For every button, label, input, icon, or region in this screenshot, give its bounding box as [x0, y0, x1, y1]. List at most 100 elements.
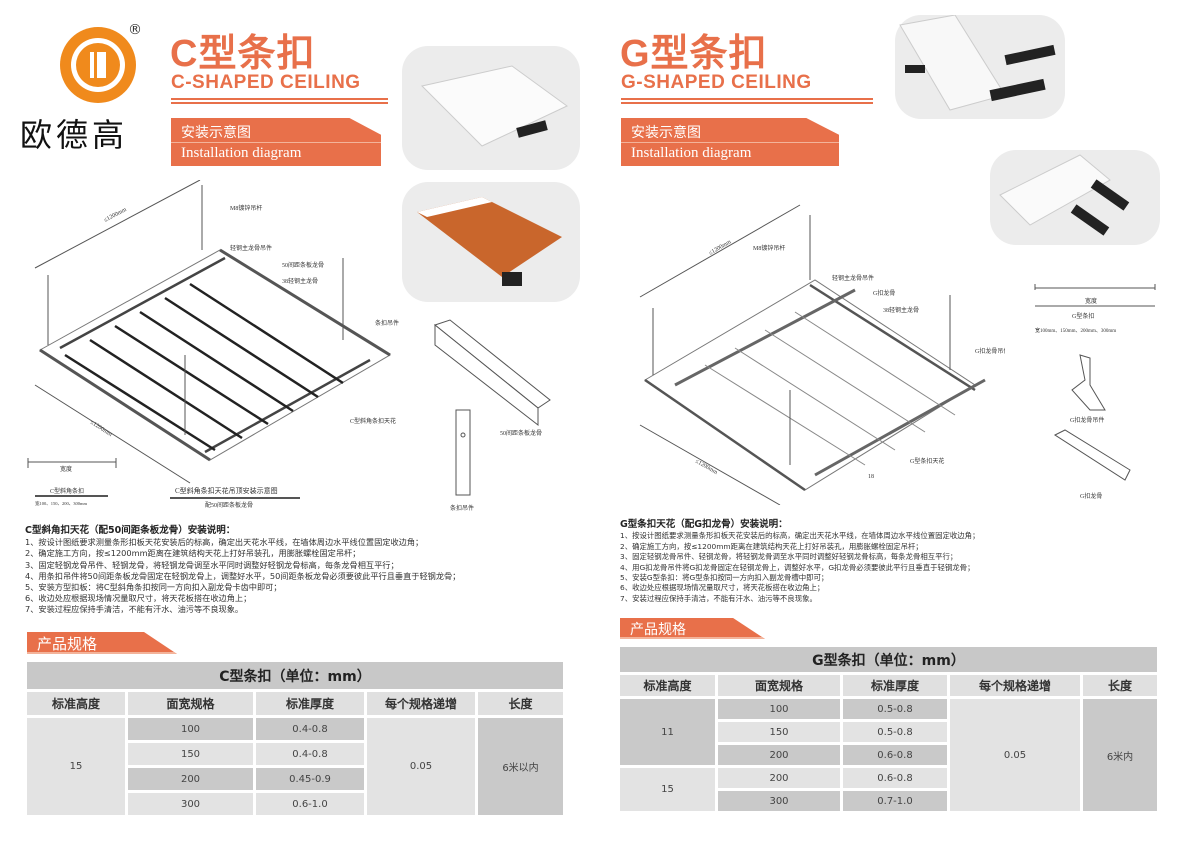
page-subtitle-g: G-SHAPED CEILING [621, 72, 812, 93]
profile-name: C型斜角条扣 [50, 487, 84, 495]
col-header: 面宽规格 [718, 675, 840, 696]
cell-height: 11 [620, 699, 715, 765]
label-main-keel: 38轻钢主龙骨 [883, 306, 919, 314]
parts-illustration-c: 50间距条板龙骨 条扣吊件 [433, 319, 551, 512]
page-title-g: G型条扣 [620, 33, 768, 75]
dim-top-label: ≤1200mm [708, 239, 733, 257]
install-banner-c: 安装示意图 Installation diagram [171, 118, 381, 166]
product-photo-g-top [895, 14, 1065, 119]
title-divider [171, 98, 388, 104]
cell-width: 150 [128, 743, 253, 765]
cell-width: 150 [718, 722, 840, 742]
instructions-g: G型条扣天花（配G扣龙骨）安装说明： 1、按设计图纸要求测量条形扣板天花安装后的… [620, 519, 1070, 604]
col-header: 标准高度 [27, 692, 125, 715]
instruction-item: 7、安装过程应保持手清洁，不能有汗水、油污等不良现象。 [25, 604, 244, 615]
cell-width: 200 [718, 745, 840, 765]
col-header: 标准厚度 [256, 692, 364, 715]
table-title: G型条扣（单位：mm） [620, 647, 1157, 672]
brand-logo: ® 欧德高 [20, 22, 168, 154]
banner-en: Installation diagram [621, 142, 839, 164]
instruction-item: 2、确定施工方向，按≤1200mm距离在建筑结构天花上打好吊装孔，用膨胀螺栓固定… [25, 548, 361, 559]
col-header: 面宽规格 [128, 692, 253, 715]
page-title-c: C型条扣 [170, 33, 316, 75]
instruction-item: 2、确定施工方向，按≤1200mm距离在建筑结构天花上打好吊装孔，用膨胀螺栓固定… [620, 541, 923, 551]
cell-thickness: 0.6-0.8 [843, 745, 947, 765]
col-header: 标准高度 [620, 675, 715, 696]
title-divider [621, 98, 873, 104]
cell-length: 6米以内 [478, 718, 563, 815]
cell-thickness: 0.4-0.8 [256, 743, 364, 765]
instructions-heading: C型斜角扣天花（配50间距条板龙骨）安装说明： [25, 525, 236, 536]
cell-thickness: 0.5-0.8 [843, 722, 947, 742]
registered-mark: ® [128, 22, 142, 38]
label-main-keel: 38轻钢主龙骨 [282, 277, 318, 285]
cell-width: 300 [128, 793, 253, 815]
dim-bottom-label: ≤1200mm [89, 420, 113, 439]
diagram-caption: C型斜角条扣天花吊顶安装示意图 [175, 486, 278, 495]
col-header: 每个规格递增 [367, 692, 475, 715]
label-main-hanger: 轻钢主龙骨吊件 [832, 274, 874, 282]
width-label: 宽度 [60, 465, 72, 473]
instruction-item: 1、按设计图纸要求测量条形扣板天花安装后的标高，确定出天花水平线，在墙体周边水平… [25, 537, 424, 548]
cell-width: 100 [128, 718, 253, 740]
col-header: 长度 [478, 692, 563, 715]
profile-name: G型条扣 [1072, 312, 1094, 320]
instructions-c: C型斜角扣天花（配50间距条板龙骨）安装说明： 1、按设计图纸要求测量条形扣板天… [25, 525, 565, 616]
instructions-heading: G型条扣天花（配G扣龙骨）安装说明： [620, 519, 788, 530]
profile-sizes: 宽100mm、150mm、200mm、300mm [1035, 327, 1116, 334]
label-ceiling: G型条扣天花 [910, 457, 944, 465]
spec-banner-g: 产品规格 [620, 618, 765, 639]
part-strip-keel: 50间距条板龙骨 [500, 429, 542, 437]
product-photo-wood-panel [402, 182, 580, 302]
install-banner-g: 安装示意图 Installation diagram [621, 118, 839, 166]
profile-sizes: 宽100、150、200、300mm [35, 500, 87, 507]
label-hanger-rod: M8镀锌吊杆 [230, 204, 262, 212]
table-title: C型条扣（单位：mm） [27, 662, 563, 689]
cell-thickness: 0.5-0.8 [843, 699, 947, 719]
cell-width: 200 [128, 768, 253, 790]
cell-width: 100 [718, 699, 840, 719]
col-header: 每个规格递增 [950, 675, 1080, 696]
part-g-hanger: G扣龙骨吊件 [1070, 416, 1104, 424]
instruction-item: 4、用G扣龙骨吊件将G扣龙骨固定在轻钢龙骨上，调整好水平，G扣龙骨必须要彼此平行… [620, 562, 975, 572]
part-g-keel: G扣龙骨 [1080, 492, 1102, 500]
instruction-item: 4、用条扣吊件将50间距条板龙骨固定在轻钢龙骨上，调整好水平，50间距条板龙骨必… [25, 570, 461, 581]
cell-length: 6米内 [1083, 699, 1157, 811]
logo-mark-icon [60, 27, 136, 103]
width-label: 宽度 [1085, 297, 1097, 305]
dim-top-label: ≤1200mm [103, 207, 128, 224]
cell-increment: 0.05 [367, 718, 475, 815]
installation-diagram-c: ≤1200mm ≤1200mm M8镀锌吊杆 轻钢主龙骨吊件 50间距条板龙骨 … [27, 180, 399, 509]
diagram-caption-sub: 配50间距条板龙骨 [205, 501, 253, 509]
spec-table-g: G型条扣（单位：mm） 标准高度 面宽规格 标准厚度 每个规格递增 长度 11 … [617, 644, 1160, 814]
instruction-item: 5、安装G型条扣：将G型条扣按同一方向扣入副龙骨槽中即可； [620, 573, 829, 583]
product-photo-g-bottom [990, 150, 1160, 245]
label-clip-hanger: 条扣吊件 [375, 319, 399, 327]
parts-illustration-g: 宽度 G型条扣 宽100mm、150mm、200mm、300mm G扣龙骨吊件 … [1034, 284, 1156, 500]
page-subtitle-c: C-SHAPED CEILING [171, 72, 361, 93]
label-hanger-rod: M8镀锌吊杆 [753, 244, 785, 252]
cell-width: 200 [718, 768, 840, 788]
cell-height: 15 [27, 718, 125, 815]
banner-cn: 安装示意图 [181, 125, 251, 141]
label-strip-keel: 50间距条板龙骨 [282, 261, 324, 269]
installation-diagram-g: ≤1200mm ≤1200mm M8镀锌吊杆 轻钢主龙骨吊件 G扣龙骨 38轻钢… [639, 204, 1005, 505]
spec-banner-c: 产品规格 [27, 632, 177, 654]
cell-thickness: 0.6-0.8 [843, 768, 947, 788]
label-g-hanger: G扣龙骨吊件 [975, 347, 1005, 355]
col-header: 标准厚度 [843, 675, 947, 696]
product-photo-white-panel [402, 46, 580, 170]
instruction-item: 3、固定轻钢龙骨吊件、轻钢龙骨，将轻钢龙骨调至水平同时调整好轻钢龙骨标高，每条龙… [25, 559, 399, 570]
spec-table-c: C型条扣（单位：mm） 标准高度 面宽规格 标准厚度 每个规格递增 长度 15 … [24, 659, 566, 818]
cell-height: 15 [620, 768, 715, 811]
part-clip-hanger: 条扣吊件 [450, 504, 474, 512]
col-header: 长度 [1083, 675, 1157, 696]
cell-width: 300 [718, 791, 840, 811]
instruction-item: 7、安装过程应保持手清洁，不能有汗水、油污等不良现象。 [620, 593, 817, 603]
instruction-item: 3、固定轻钢龙骨吊件、轻钢龙骨，将轻钢龙骨调至水平同时调整好轻钢龙骨标高，每条龙… [620, 552, 958, 562]
brand-name: 欧德高 [20, 116, 129, 154]
cell-thickness: 0.7-1.0 [843, 791, 947, 811]
label-g-keel: G扣龙骨 [873, 289, 895, 297]
cell-thickness: 0.4-0.8 [256, 718, 364, 740]
instruction-item: 5、安装方型扣板：将C型斜角条扣按同一方向扣入副龙骨卡齿中即可； [25, 582, 282, 593]
